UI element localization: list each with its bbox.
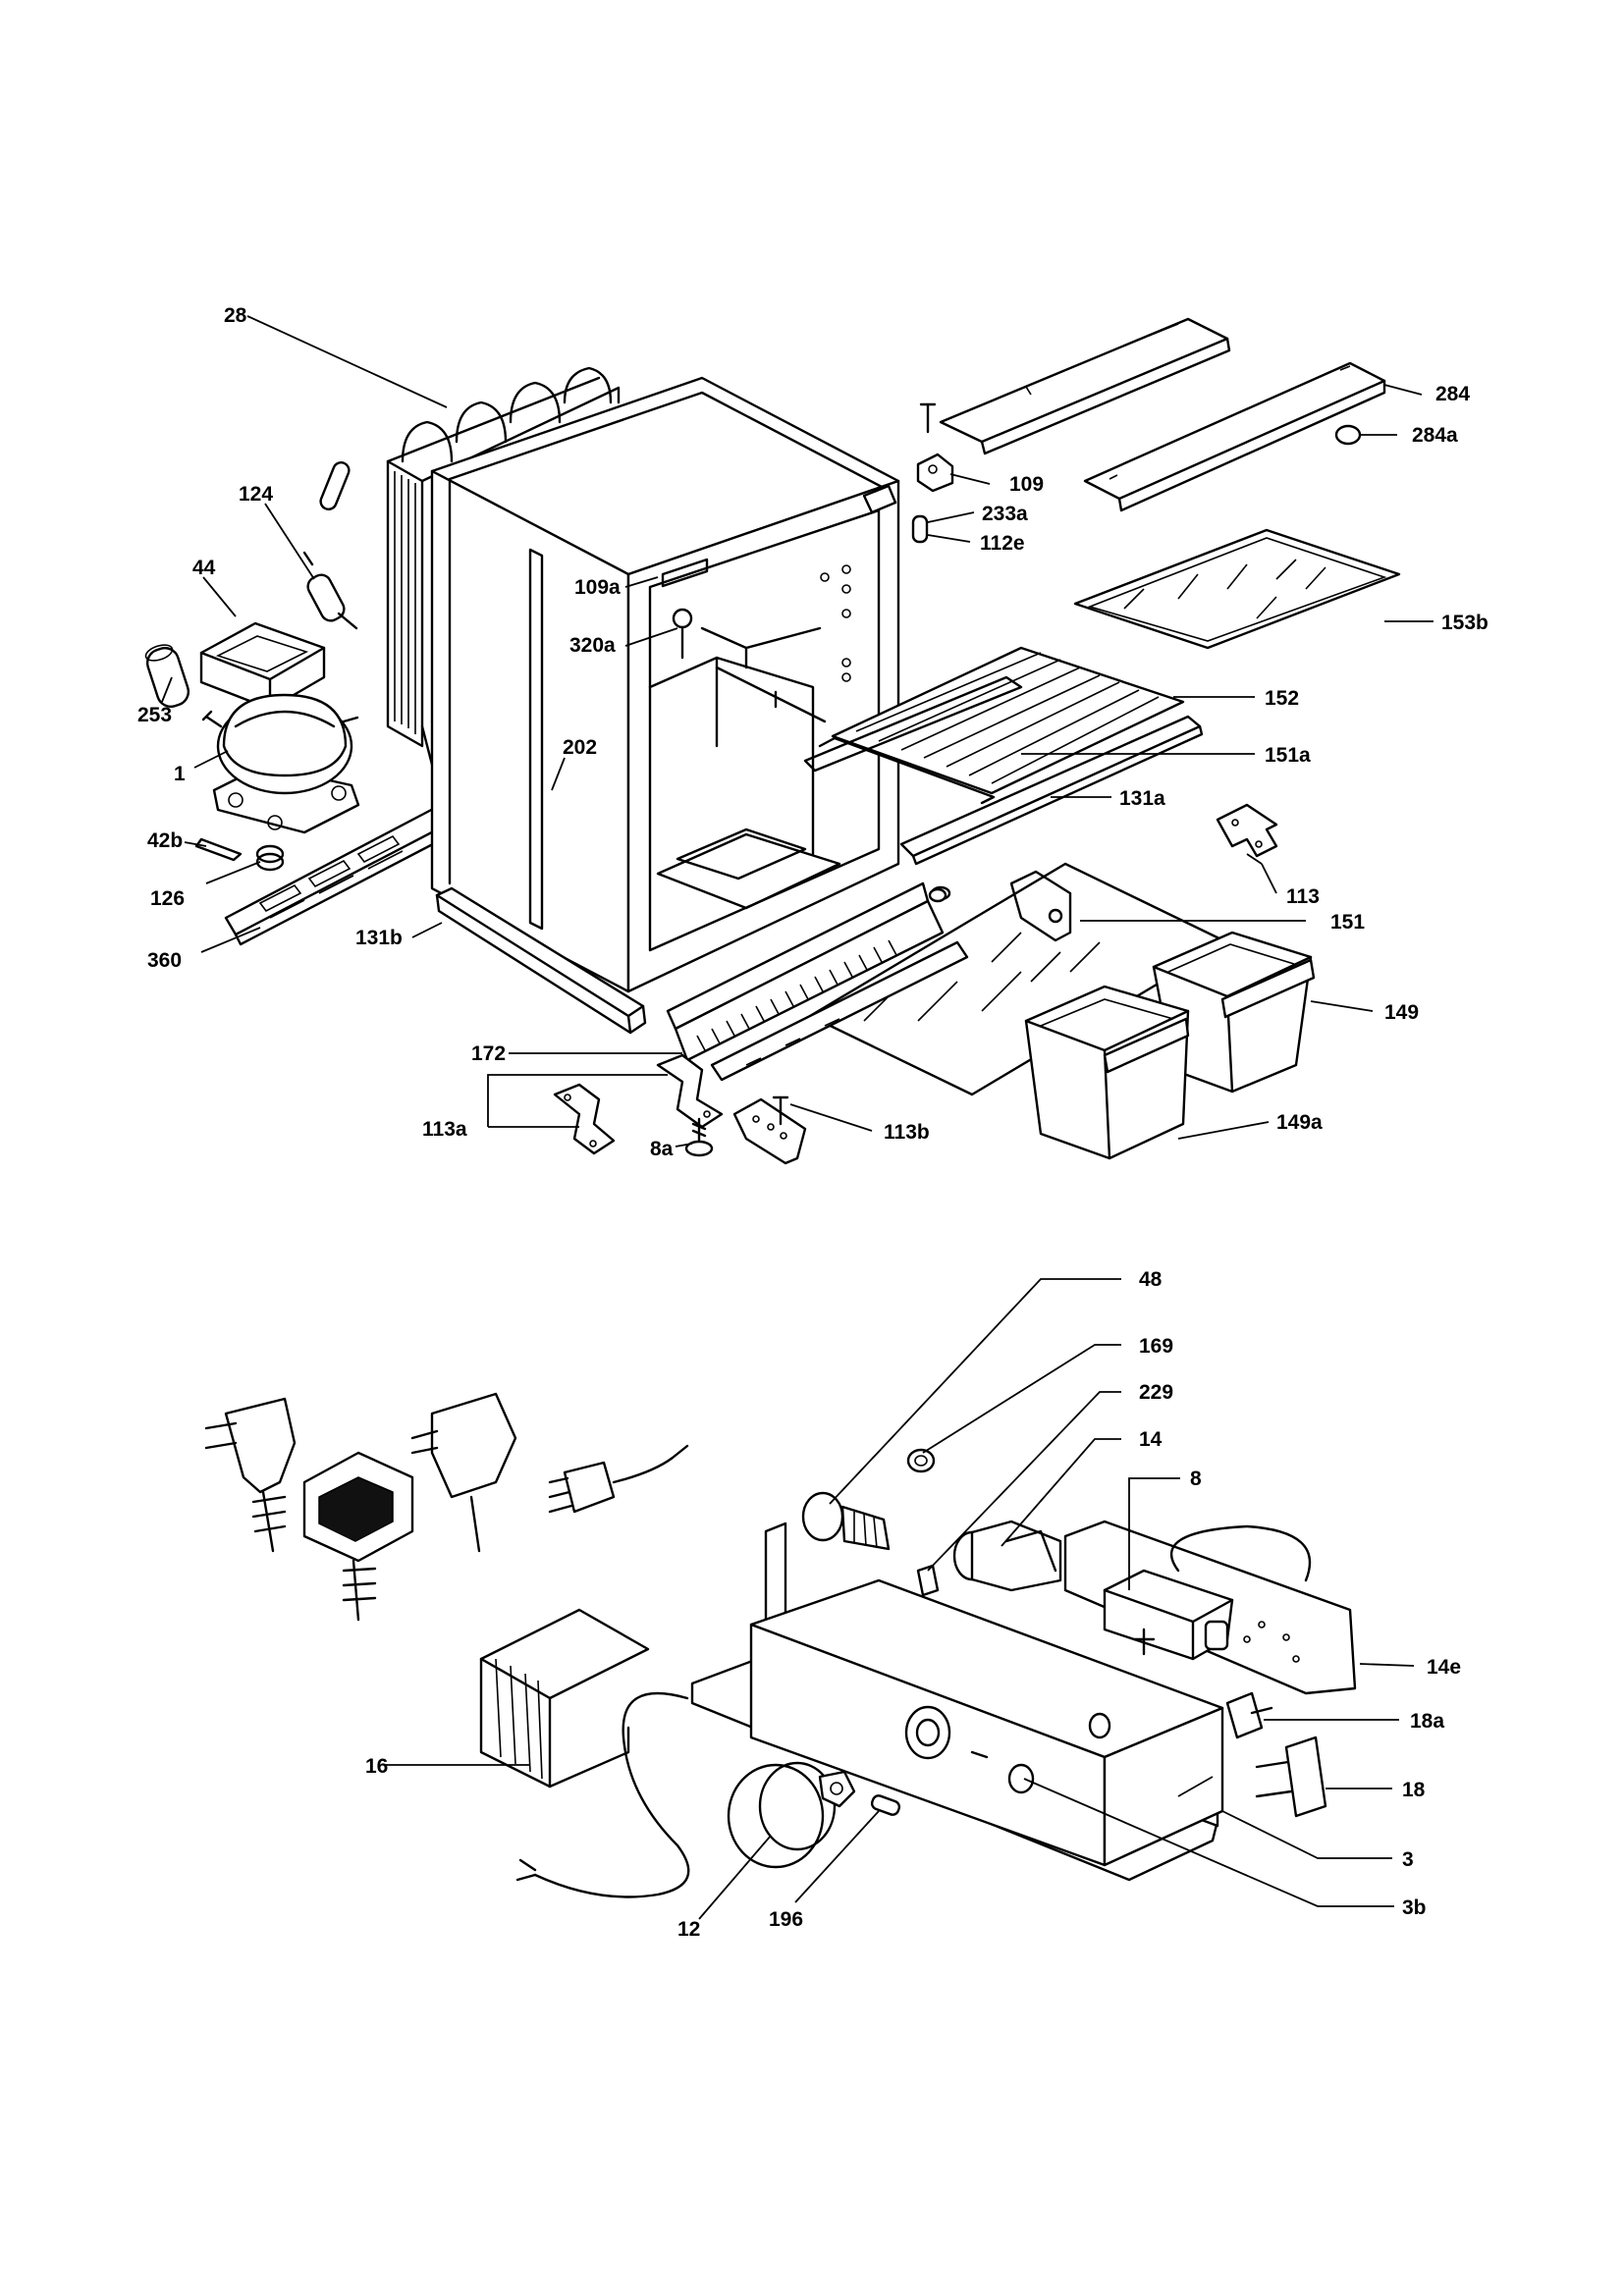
clip — [194, 837, 243, 862]
label-109a: 109a — [574, 576, 621, 599]
label-126: 126 — [150, 887, 185, 910]
plinth-rail — [435, 886, 647, 1035]
label-113a: 113a — [422, 1118, 467, 1141]
door-hinge-bracket — [862, 484, 897, 514]
mounting-bracket-center — [656, 1053, 724, 1129]
label-229: 229 — [1139, 1381, 1173, 1404]
condenser — [386, 366, 621, 797]
mounting-bracket-left — [553, 1083, 616, 1155]
label-18: 18 — [1402, 1779, 1426, 1801]
label-109: 109 — [1009, 473, 1044, 496]
wire-shelf — [818, 646, 1185, 805]
label-3: 3 — [1402, 1848, 1414, 1871]
label-202: 202 — [563, 736, 597, 759]
label-284: 284 — [1435, 383, 1470, 405]
crisper-drawer-small — [1024, 985, 1190, 1160]
compressor — [201, 693, 360, 834]
bracket-screw — [772, 1095, 789, 1126]
label-113b: 113b — [884, 1121, 930, 1144]
crisper-cover — [803, 675, 1023, 773]
control-housing — [690, 1522, 1224, 1882]
bracket — [1216, 803, 1278, 858]
label-131b: 131b — [355, 927, 403, 949]
lamp-cover-cap — [906, 1448, 936, 1473]
worktop-rail — [1083, 361, 1386, 512]
label-1: 1 — [174, 763, 186, 785]
lamp-bulb — [801, 1491, 891, 1551]
label-149: 149 — [1384, 1001, 1419, 1024]
mounting-plate-right — [732, 1097, 807, 1165]
power-cable — [515, 1691, 690, 1898]
label-151a: 151a — [1265, 744, 1311, 767]
label-320a: 320a — [569, 634, 616, 657]
label-8: 8 — [1190, 1468, 1202, 1490]
relay — [144, 644, 190, 709]
nut — [818, 1770, 856, 1808]
compressor-base-plate — [224, 805, 454, 946]
label-149a: 149a — [1276, 1111, 1323, 1134]
drip-tray — [199, 621, 326, 711]
label-284a: 284a — [1412, 424, 1458, 447]
hinge-pin — [911, 514, 929, 544]
worktop-rail-upper — [939, 317, 1231, 455]
thermostat — [1103, 1524, 1312, 1661]
label-169: 169 — [1139, 1335, 1173, 1358]
label-360: 360 — [147, 949, 182, 972]
label-172: 172 — [471, 1042, 506, 1065]
schuko-plug — [204, 1397, 297, 1553]
levelling-foot — [684, 1117, 714, 1157]
label-16: 16 — [365, 1755, 388, 1778]
label-253: 253 — [137, 704, 172, 726]
label-8a: 8a — [650, 1138, 674, 1160]
cabinet — [430, 376, 900, 993]
europlug — [548, 1444, 689, 1514]
label-131a: 131a — [1119, 787, 1165, 810]
grille-foot — [928, 887, 947, 903]
label-113: 113 — [1286, 885, 1320, 908]
label-14e: 14e — [1427, 1656, 1461, 1679]
label-112e: 112e — [980, 532, 1025, 555]
label-44: 44 — [192, 557, 216, 579]
label-152: 152 — [1265, 687, 1299, 710]
capillary-tube — [319, 461, 351, 510]
rail-cap — [1334, 424, 1362, 446]
label-14: 14 — [1139, 1428, 1163, 1451]
label-196: 196 — [769, 1908, 803, 1931]
label-18a: 18a — [1410, 1710, 1444, 1733]
top-hinge — [916, 453, 954, 493]
door-switch — [952, 1520, 1062, 1592]
label-233a: 233a — [982, 503, 1028, 525]
crisper-drawer — [1152, 931, 1316, 1094]
thermostat-knob — [727, 1761, 837, 1869]
label-12: 12 — [677, 1918, 700, 1941]
label-151: 151 — [1330, 911, 1365, 934]
spacer — [870, 1794, 901, 1816]
plug-type-d — [410, 1392, 517, 1553]
label-28: 28 — [224, 304, 247, 327]
lamp-socket — [1225, 1691, 1273, 1739]
label-48: 48 — [1139, 1268, 1163, 1291]
label-42b: 42b — [147, 829, 183, 852]
rocker-switch — [1255, 1735, 1327, 1818]
ventilation-grille — [666, 881, 969, 1082]
shelf-rail — [899, 715, 1204, 866]
glass-shelf — [1073, 528, 1401, 650]
heat-sink — [479, 1608, 650, 1789]
filter-drier — [302, 551, 358, 630]
label-124: 124 — [239, 483, 273, 506]
grommet — [255, 844, 285, 872]
label-3b: 3b — [1402, 1896, 1427, 1919]
label-153b: 153b — [1441, 612, 1488, 634]
hinge-screw — [919, 402, 937, 434]
uk-plug — [302, 1451, 414, 1622]
switch-clip — [916, 1564, 940, 1597]
